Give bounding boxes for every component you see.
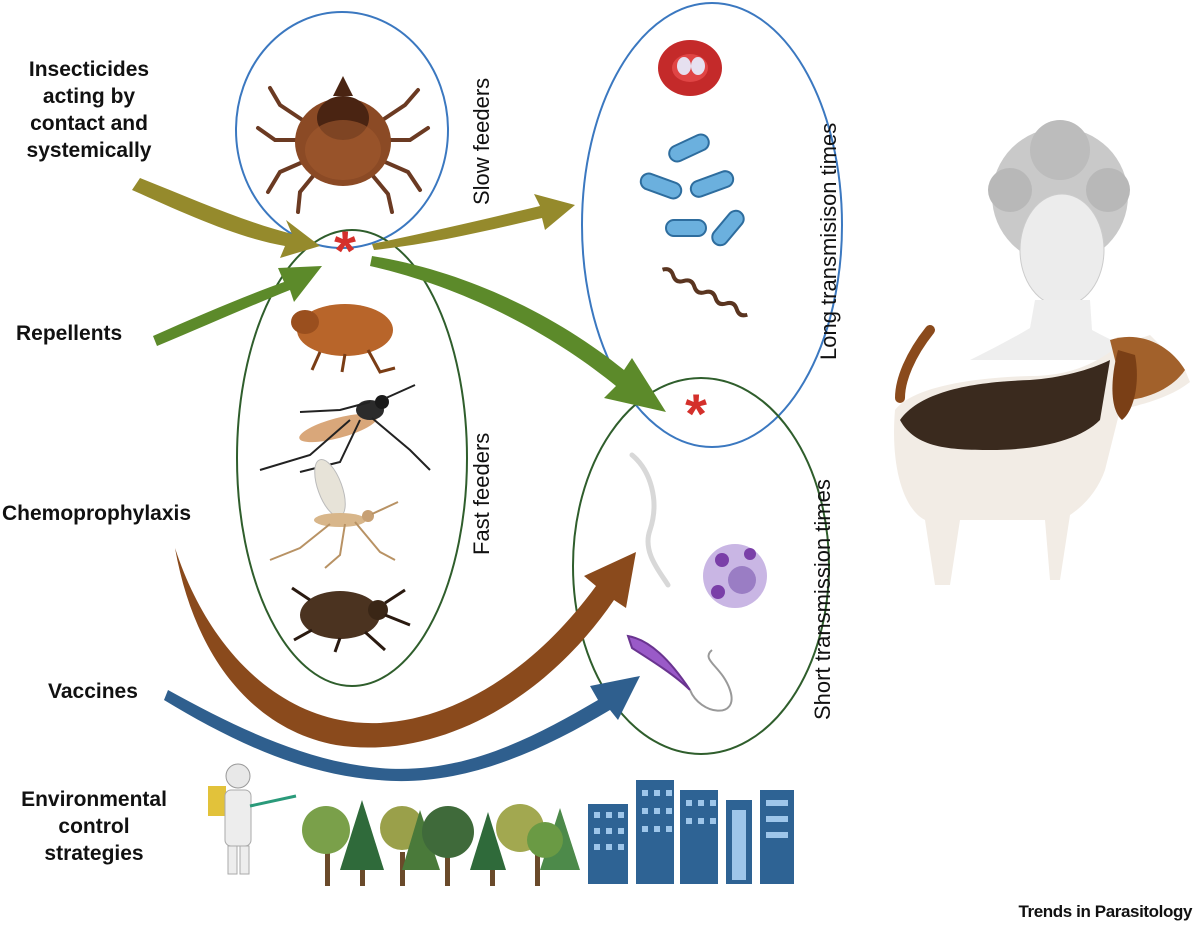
mosquito-icon <box>259 384 431 473</box>
short-transmission-ellipse <box>572 377 830 755</box>
chemoprophylaxis-arrow <box>175 548 636 748</box>
insecticide-to-pathogens-arrow <box>372 194 575 250</box>
insecticide-arrow <box>132 178 320 258</box>
bug-icon <box>291 586 411 653</box>
trypanosome-icon <box>626 634 733 712</box>
fast-feeders-label: Fast feeders <box>469 433 494 555</box>
leishmania-cell-icon <box>703 544 767 608</box>
spirochete-icon <box>661 267 748 318</box>
dog-icon <box>894 325 1190 585</box>
fast-feeders-ellipse <box>236 229 468 687</box>
long-transmission-label: Long transmisison times <box>816 123 841 360</box>
tick-icon <box>256 76 430 214</box>
bacteria-icon <box>639 133 745 247</box>
long-transmission-ellipse <box>581 2 843 448</box>
repellent-to-pathogens-arrow <box>370 256 666 412</box>
environmental-label: Environmental control strategies <box>21 788 167 865</box>
human-head-icon <box>970 120 1150 360</box>
insecticides-label: Insecticides acting by contact and syste… <box>26 58 152 162</box>
sandfly-icon <box>269 459 399 569</box>
sprayer-person-icon <box>208 763 297 875</box>
city-icon <box>588 780 794 884</box>
forest-icon <box>302 800 580 886</box>
asterisk-transmission-marker: * <box>685 382 707 445</box>
short-transmission-label: Short transmission times <box>810 479 835 720</box>
repellents-label: Repellents <box>16 322 123 345</box>
asterisk-fast-feeding-marker: * <box>334 219 356 282</box>
journal-credit: Trends in Parasitology <box>1018 902 1192 921</box>
chemoprophylaxis-label: Chemoprophylaxis <box>2 502 192 525</box>
flea-icon <box>291 304 396 374</box>
vaccines-label: Vaccines <box>48 680 138 703</box>
filarial-worm-icon <box>629 452 671 588</box>
slow-feeders-ellipse <box>235 11 449 249</box>
vaccine-arrow <box>164 676 640 782</box>
red-blood-cell-parasite-icon <box>658 40 722 96</box>
repellent-arrow <box>153 266 322 346</box>
slow-feeders-label: Slow feeders <box>469 78 494 205</box>
